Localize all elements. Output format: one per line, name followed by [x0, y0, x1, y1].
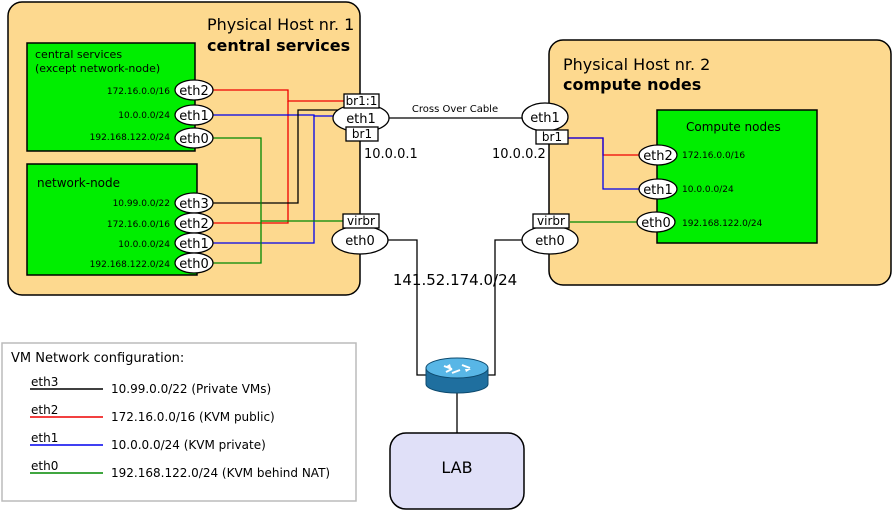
central-services-title: central services	[35, 48, 122, 61]
central-services-vm	[26, 42, 196, 152]
legend-item-eth1: eth1 10.0.0.0/24 (KVM private)	[30, 431, 266, 452]
netnode-net-label: 10.0.0.0/24	[118, 240, 170, 250]
router-icon	[425, 357, 489, 394]
netnode-eth2: eth2	[174, 212, 214, 234]
link-host1-router	[388, 239, 426, 376]
link-eth1-netnode	[212, 116, 315, 244]
compute-eth1: eth1	[638, 178, 678, 200]
svg-text:eth1: eth1	[179, 109, 209, 124]
svg-text:eth2: eth2	[179, 84, 209, 99]
link-eth2-netnode	[212, 101, 289, 224]
svg-text:10.0.0.0/24 (KVM private): 10.0.0.0/24 (KVM private)	[111, 438, 266, 452]
link-eth1-compute	[568, 137, 639, 190]
legend-box	[1, 342, 357, 502]
compute-nodes-vm	[656, 109, 818, 244]
svg-text:eth1: eth1	[346, 112, 376, 127]
host1-title: Physical Host nr. 1	[207, 15, 354, 34]
legend-item-eth0: eth0 192.168.122.0/24 (KVM behind NAT)	[30, 459, 330, 480]
host1-virbr: virbr	[342, 213, 380, 229]
central-net-label: 10.0.0.0/24	[118, 111, 170, 121]
svg-text:eth0: eth0	[345, 234, 375, 249]
compute-net-label: 10.0.0.0/24	[682, 185, 734, 195]
svg-text:eth0: eth0	[641, 216, 671, 231]
host2-subtitle: compute nodes	[563, 75, 701, 94]
central-services-subtitle: (except network-node)	[35, 62, 160, 75]
host2-virbr: virbr	[532, 213, 570, 229]
lab-label: LAB	[441, 458, 472, 477]
host1-eth1: eth1	[332, 103, 390, 133]
compute-nodes-title: Compute nodes	[686, 120, 781, 134]
host1-br1: br1	[345, 126, 379, 142]
netnode-net-label: 172.16.0.0/16	[107, 220, 170, 230]
central-net-label: 172.16.0.0/16	[107, 87, 170, 97]
host1-eth0: eth0	[331, 225, 389, 255]
svg-text:172.16.0.0/16 (KVM public): 172.16.0.0/16 (KVM public)	[111, 410, 275, 424]
host2-eth0: eth0	[521, 225, 579, 255]
netnode-eth0: eth0	[174, 252, 214, 274]
central-eth2: eth2	[174, 79, 214, 101]
svg-text:eth1: eth1	[31, 431, 58, 445]
legend-title: VM Network configuration:	[11, 351, 184, 366]
netnode-eth3: eth3	[174, 192, 214, 214]
legend-item-eth3: eth3 10.99.0.0/22 (Private VMs)	[30, 375, 271, 396]
svg-text:eth1: eth1	[179, 237, 209, 252]
svg-text:eth3: eth3	[31, 375, 58, 389]
svg-text:br1: br1	[352, 127, 372, 141]
link-eth0-central	[212, 137, 262, 264]
link-host2-router	[488, 239, 524, 376]
svg-text:virbr: virbr	[537, 214, 565, 228]
host2-br1: br1	[535, 129, 569, 145]
lab-box	[389, 432, 525, 510]
svg-text:eth0: eth0	[179, 257, 209, 272]
link-eth1-central	[212, 114, 334, 117]
compute-eth2: eth2	[638, 144, 678, 166]
svg-text:eth2: eth2	[31, 403, 58, 417]
link-eth2-central	[212, 89, 344, 102]
svg-text:eth0: eth0	[535, 234, 565, 249]
central-eth0: eth0	[174, 127, 214, 149]
svg-text:eth0: eth0	[179, 132, 209, 147]
svg-text:eth2: eth2	[643, 149, 673, 164]
central-net-label: 192.168.122.0/24	[90, 133, 171, 143]
netnode-eth1: eth1	[174, 232, 214, 254]
network-node-title: network-node	[37, 176, 120, 190]
host2-ip: 10.0.0.2	[492, 147, 546, 162]
svg-text:virbr: virbr	[347, 214, 375, 228]
host2-title: Physical Host nr. 2	[563, 55, 710, 74]
host1-ip: 10.0.0.1	[364, 147, 418, 162]
svg-text:10.99.0.0/22 (Private VMs): 10.99.0.0/22 (Private VMs)	[111, 382, 271, 396]
legend-item-eth2: eth2 172.16.0.0/16 (KVM public)	[30, 403, 275, 424]
compute-net-label: 192.168.122.0/24	[682, 219, 763, 229]
host2-eth1: eth1	[521, 102, 569, 132]
host1-subtitle: central services	[207, 36, 350, 55]
host1-br1-1: br1:1	[343, 93, 380, 109]
svg-text:192.168.122.0/24 (KVM behind N: 192.168.122.0/24 (KVM behind NAT)	[111, 466, 330, 480]
svg-text:eth0: eth0	[31, 459, 58, 473]
central-eth1: eth1	[174, 104, 214, 126]
link-eth3-netnode	[212, 109, 344, 204]
svg-text:eth1: eth1	[643, 183, 673, 198]
compute-eth0: eth0	[636, 211, 676, 233]
svg-text:br1:1: br1:1	[346, 94, 378, 108]
netnode-net-label: 192.168.122.0/24	[90, 260, 171, 270]
svg-text:eth1: eth1	[530, 111, 560, 126]
svg-text:br1: br1	[542, 130, 562, 144]
svg-text:eth3: eth3	[179, 197, 209, 212]
compute-net-label: 172.16.0.0/16	[682, 151, 745, 161]
public-net-label: 141.52.174.0/24	[393, 271, 517, 289]
netnode-net-label: 10.99.0.0/22	[113, 199, 170, 209]
svg-text:eth2: eth2	[179, 217, 209, 232]
crossover-label: Cross Over Cable	[412, 104, 498, 115]
